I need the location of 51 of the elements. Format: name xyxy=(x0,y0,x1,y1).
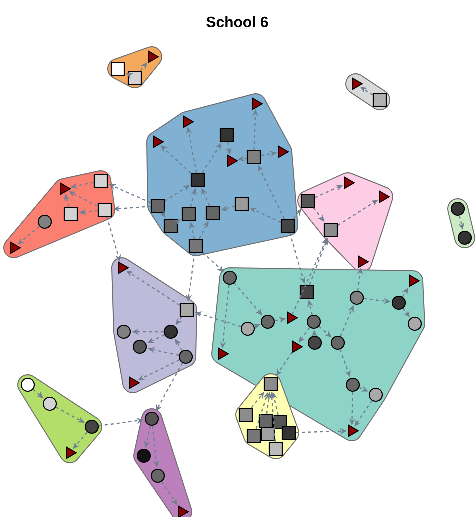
circle-marker xyxy=(330,336,346,350)
square-marker xyxy=(206,206,220,220)
square-marker xyxy=(150,198,166,214)
square-marker xyxy=(128,70,142,86)
circle-marker xyxy=(150,468,166,484)
square-marker xyxy=(190,172,206,188)
square-marker xyxy=(372,92,388,108)
circle-marker xyxy=(38,214,52,230)
square-marker xyxy=(300,284,314,300)
square-marker xyxy=(258,414,274,428)
circle-marker xyxy=(346,378,360,392)
square-marker xyxy=(220,128,234,142)
square-marker xyxy=(246,428,262,444)
circle-marker xyxy=(308,336,322,350)
circle-marker xyxy=(42,396,58,412)
square-marker xyxy=(264,376,278,392)
square-marker xyxy=(260,426,276,442)
square-marker xyxy=(164,218,178,234)
circle-marker xyxy=(132,340,148,354)
circle-marker xyxy=(260,314,276,330)
circle-marker xyxy=(368,388,384,402)
circle-marker xyxy=(116,324,132,340)
square-marker xyxy=(272,414,288,430)
circle-marker xyxy=(392,296,406,310)
square-marker xyxy=(234,196,250,212)
circle-marker xyxy=(306,314,322,330)
circle-marker xyxy=(458,230,472,246)
square-marker xyxy=(300,194,316,208)
square-marker xyxy=(64,206,78,222)
circle-marker xyxy=(408,316,422,332)
square-marker xyxy=(98,202,112,218)
circle-marker xyxy=(450,202,466,216)
square-marker xyxy=(280,218,296,234)
square-marker xyxy=(246,150,262,164)
square-marker xyxy=(180,302,194,318)
circle-marker xyxy=(350,290,364,306)
square-marker xyxy=(94,174,108,188)
square-marker xyxy=(324,222,338,238)
circle-marker xyxy=(222,270,238,286)
circle-marker xyxy=(20,378,36,392)
circle-marker xyxy=(136,448,152,464)
title: School 6 xyxy=(206,16,268,28)
square-marker xyxy=(282,426,296,440)
square-marker xyxy=(110,62,126,76)
circle-marker xyxy=(144,412,160,426)
circle-marker xyxy=(178,350,194,364)
circle-marker xyxy=(84,420,100,434)
square-marker xyxy=(182,206,196,222)
square-marker xyxy=(238,408,254,422)
square-marker xyxy=(268,442,284,456)
square-marker xyxy=(188,238,204,254)
